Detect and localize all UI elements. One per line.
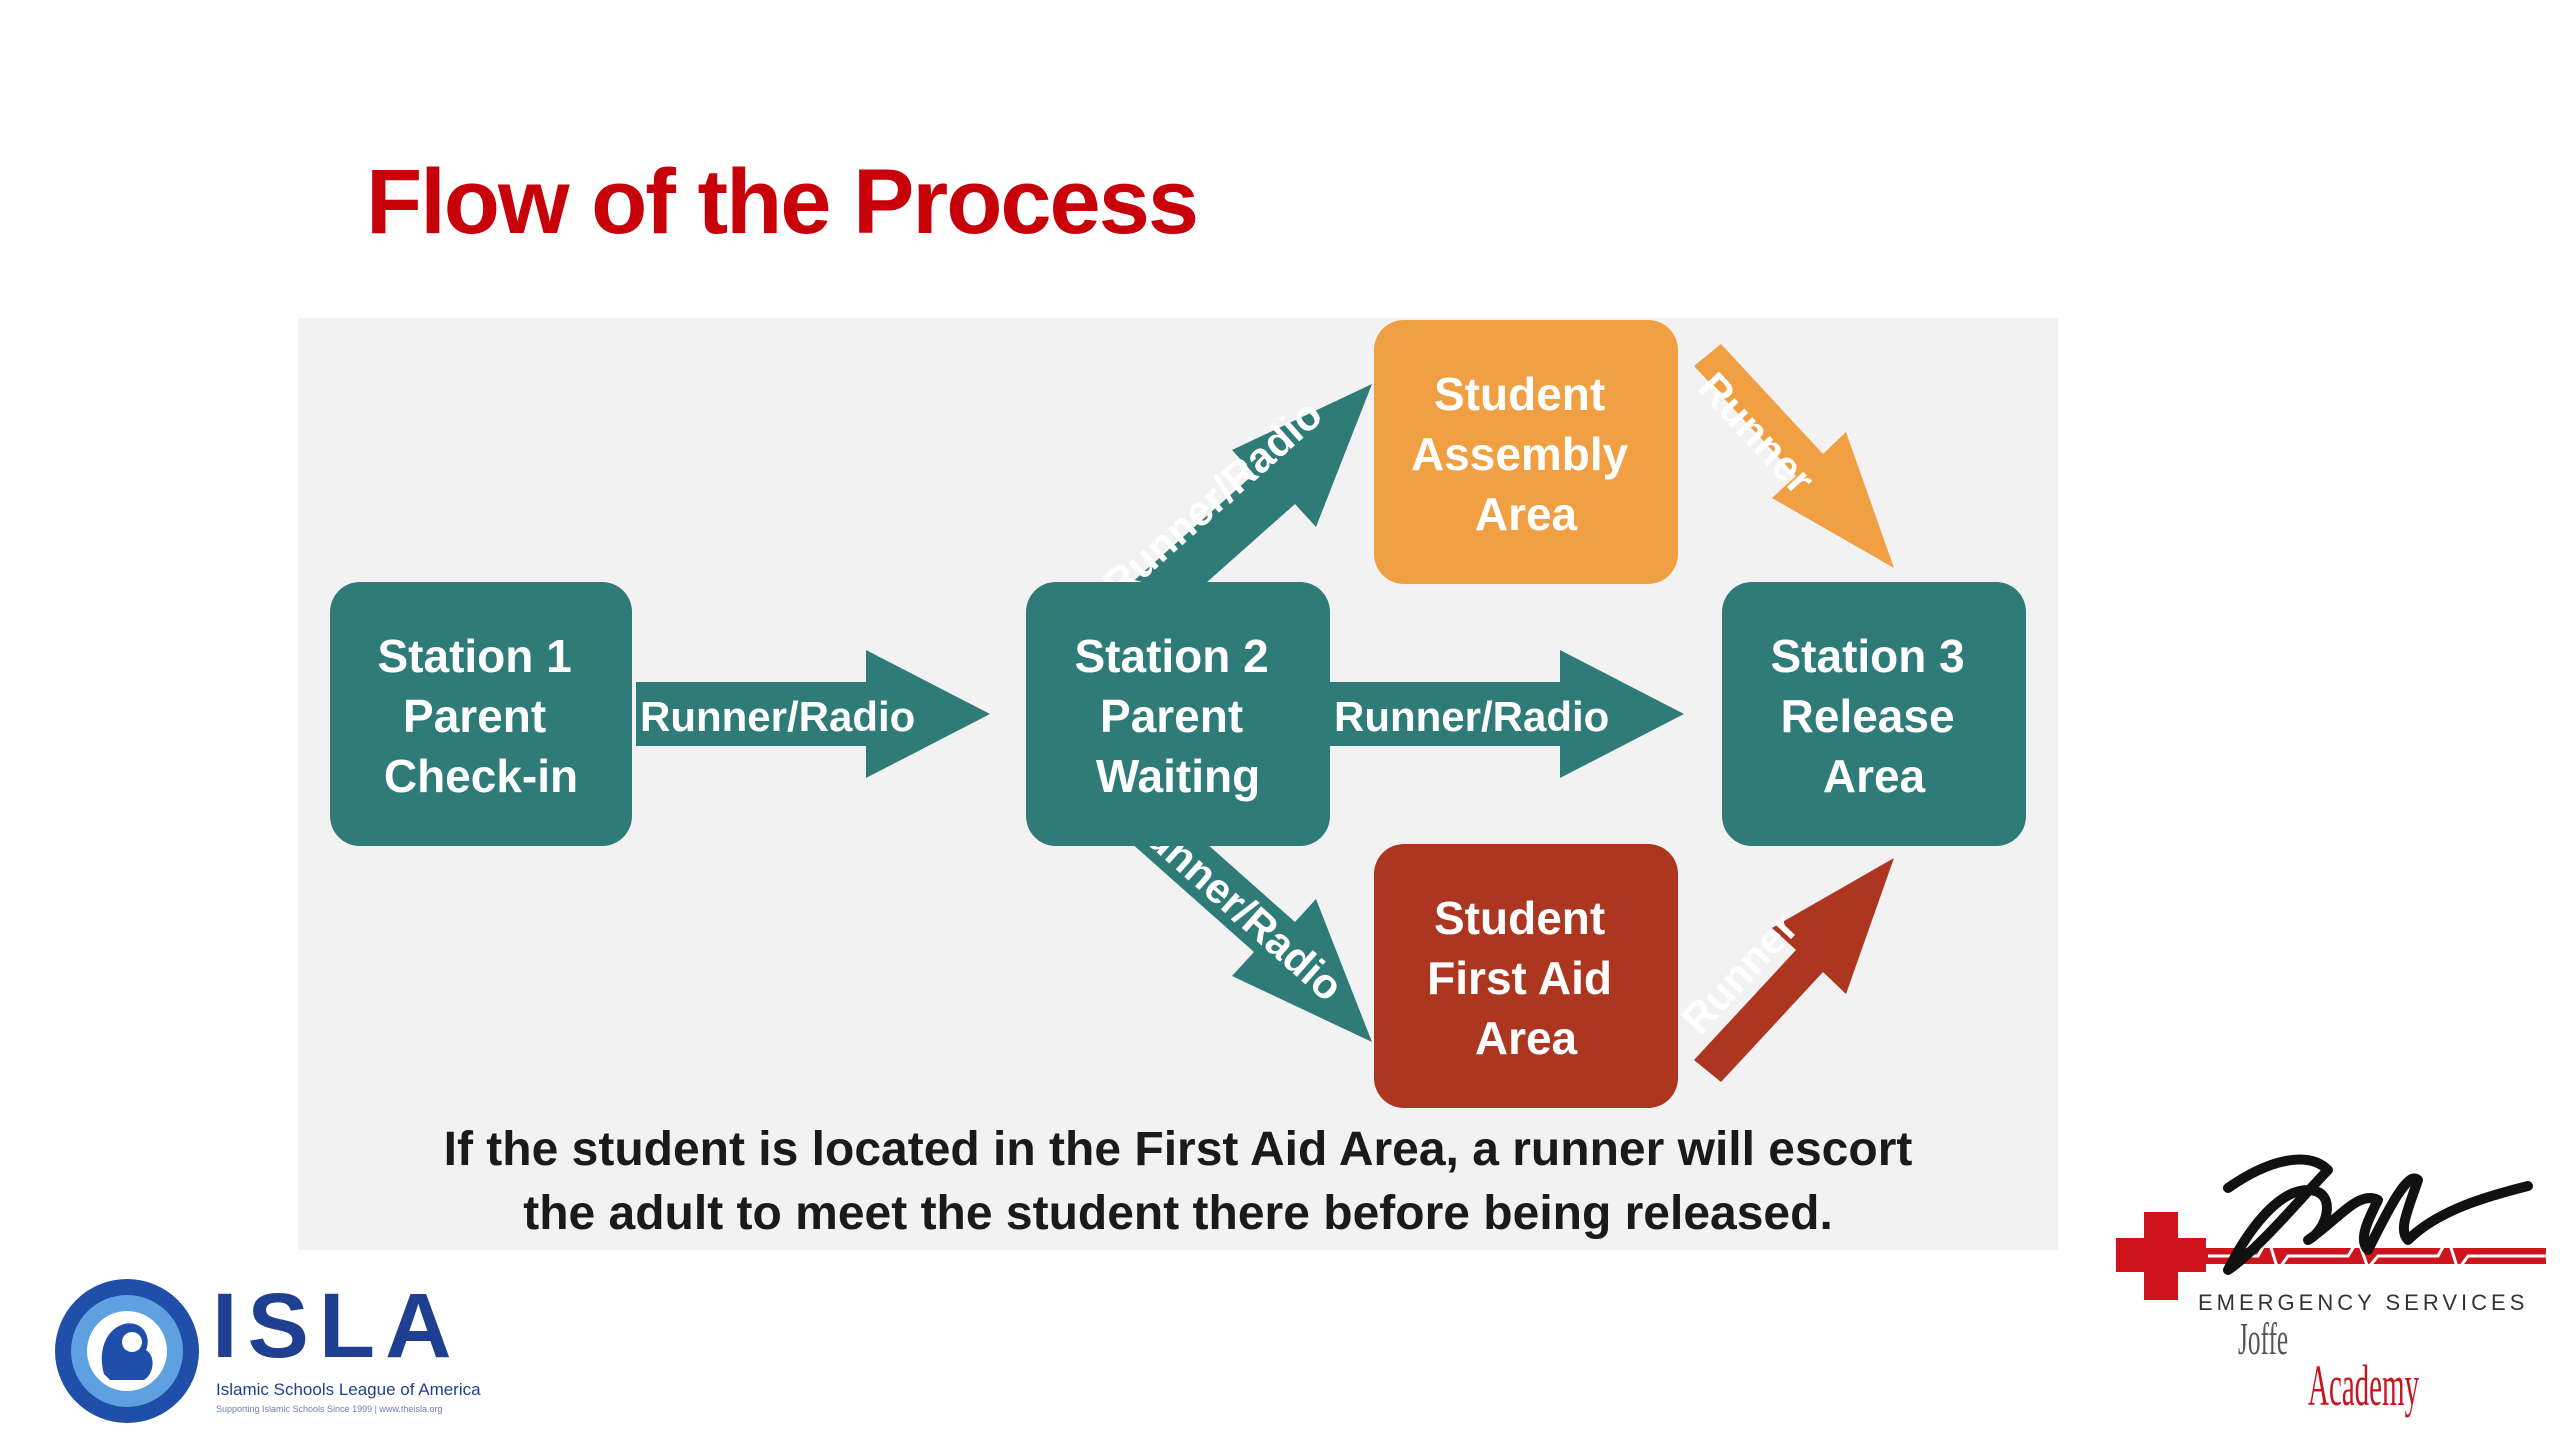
arrow-shape <box>1694 344 1894 568</box>
node-station1: Station 1 Parent Check-in <box>330 582 632 846</box>
node-first-aid-area: Student First Aid Area <box>1374 844 1678 1108</box>
joffe-cross-heartbeat-icon <box>2116 1154 2546 1300</box>
station1-label: Station 1 Parent Check-in <box>377 630 584 802</box>
station2-label: Station 2 Parent Waiting <box>1074 630 1281 802</box>
station1-box <box>330 582 632 846</box>
isla-wordmark: ISLA <box>212 1275 462 1377</box>
joffe-word-academy: Academy <box>2308 1353 2420 1418</box>
arrow-assembly-to-station3: Runner <box>1689 344 1894 568</box>
joffe-word-joffe: Joffe <box>2238 1313 2289 1364</box>
caption-line-1: If the student is located in the First A… <box>443 1123 1913 1176</box>
isla-tagline: Supporting Islamic Schools Since 1999 | … <box>216 1404 443 1414</box>
isla-emblem-icon <box>55 1279 199 1423</box>
firstaid-box <box>1374 844 1678 1108</box>
slide-title: Flow of the Process <box>366 151 1199 253</box>
arrow-shape <box>636 650 990 778</box>
assembly-label: Student Assembly Area <box>1411 368 1641 540</box>
arrow-firstaid-to-station3: Runner <box>1672 858 1894 1082</box>
isla-full-name: Islamic Schools League of America <box>216 1380 481 1399</box>
arrow-shape <box>1328 650 1684 778</box>
arrow-shape <box>1694 858 1894 1082</box>
arrow-station1-to-station2: Runner/Radio <box>636 650 990 778</box>
joffe-services-label: EMERGENCY SERVICES <box>2198 1290 2529 1315</box>
isla-logo: ISLA Islamic Schools League of America S… <box>52 1268 522 1428</box>
arrow-shape <box>1112 384 1372 630</box>
arrow-station2-to-station3: Runner/Radio <box>1328 650 1684 778</box>
node-station3: Station 3 Release Area <box>1722 582 2026 846</box>
station2-box <box>1026 582 1330 846</box>
caption-line-2: the adult to meet the student there befo… <box>523 1187 1833 1240</box>
firstaid-label: Student First Aid Area <box>1427 892 1625 1064</box>
node-assembly-area: Student Assembly Area <box>1374 320 1678 584</box>
diagram-caption: If the student is located in the First A… <box>298 1118 2058 1246</box>
assembly-box <box>1374 320 1678 584</box>
joffe-logo: EMERGENCY SERVICES Joffe Academy <box>2108 1130 2548 1420</box>
arrow-label: Runner/Radio <box>1334 693 1609 740</box>
arrow-label: Runner/Radio <box>640 693 915 740</box>
station3-box <box>1722 582 2026 846</box>
arrow-shape <box>1112 796 1372 1042</box>
station3-label: Station 3 Release Area <box>1770 630 1977 802</box>
node-station2: Station 2 Parent Waiting <box>1026 582 1330 846</box>
